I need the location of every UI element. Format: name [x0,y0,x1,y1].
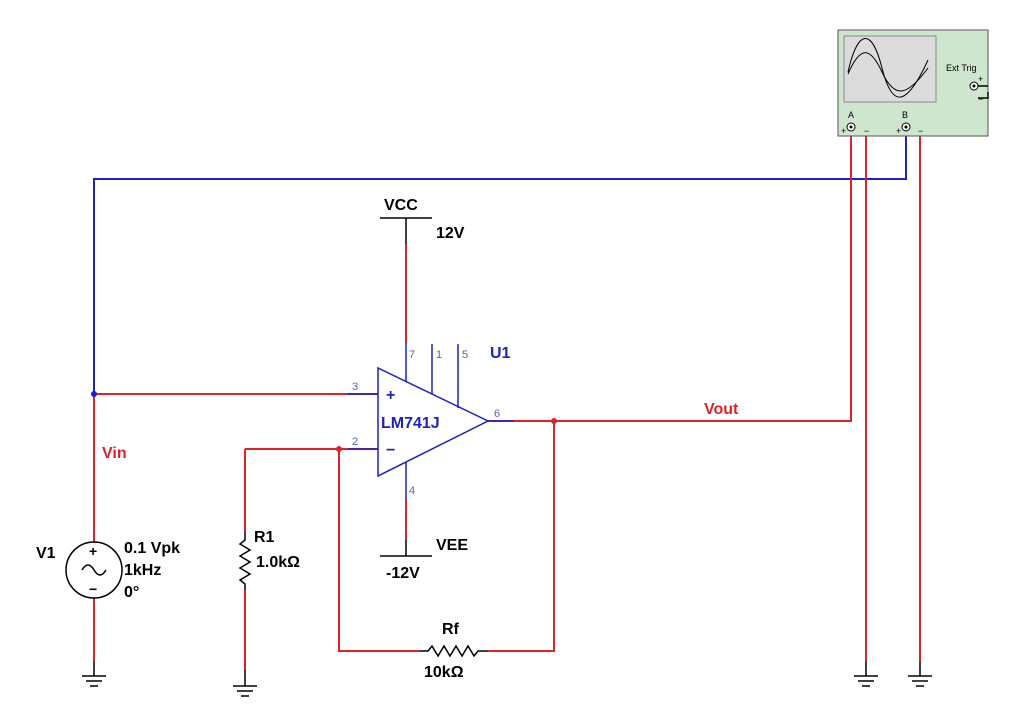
scope-screen [843,35,937,103]
opamp-u1[interactable]: + − LM741J U1 7 1 5 3 2 6 4 [348,344,514,497]
scope-b-plus: + [896,126,901,136]
opamp-pin2-number: 2 [352,436,358,448]
opamp-pin5-number: 5 [462,349,468,361]
source-minus-symbol: − [89,581,97,597]
scope-ext-trig-lead-minus [978,92,989,99]
scope-trace-b [847,52,929,92]
scope-channel-b-label: B [902,110,908,120]
opamp-triangle [377,366,490,478]
ground-symbol-scope-b [908,675,932,687]
wire-vout-to-scope-a [554,132,852,422]
vee-value: -12V [386,565,420,582]
sine-wave-icon [81,564,107,576]
opamp-model: LM741J [381,415,440,432]
vee-label: VEE [436,537,468,554]
wire-vin-to-scope-a [93,132,907,394]
scope-a-plus: + [841,126,846,136]
vcc-label: VCC [384,197,418,214]
r1-value: 1.0kΩ [256,554,300,571]
scope-ext-trig-minus: − [978,94,983,104]
opamp-pin6-number: 6 [494,408,500,420]
resistor-r1[interactable]: R1 1.0kΩ [238,529,300,590]
scope-ext-trig-label: Ext Trig [946,63,977,73]
ground-symbol-scope-a [854,675,878,687]
net-label-vout: Vout [704,401,739,418]
junction-vout [551,418,557,424]
vcc-value: 12V [436,225,465,242]
scope-trace-a [847,38,929,98]
scope-b-plus-terminal-dot [904,125,908,129]
wire-feedback-left [338,449,420,652]
rf-value: 10kΩ [424,664,464,681]
source-frequency: 1kHz [124,562,161,579]
scope-ext-trig-terminal-dot [972,84,976,88]
r1-ref: R1 [254,529,275,546]
r1-zigzag [238,532,252,590]
source-plus-symbol: + [89,543,97,559]
scope-channel-a-label: A [848,110,854,120]
rf-ref: Rf [442,621,460,638]
opamp-minus-symbol: − [386,442,395,459]
scope-a-plus-terminal-dot [849,125,853,129]
resistor-rf[interactable]: Rf 10kΩ [420,621,488,681]
source-ref: V1 [36,545,56,562]
wire-feedback-right [488,421,555,652]
ground-symbol-v1 [82,675,106,687]
scope-b-minus: − [918,126,923,136]
source-amplitude: 0.1 Vpk [124,540,180,557]
scope-ext-trig-plus: + [978,74,983,84]
rf-zigzag [420,644,488,658]
opamp-pin7-number: 7 [409,349,415,361]
junction-vin [91,391,97,397]
opamp-pin3-number: 3 [352,381,358,393]
junction-inverting [336,446,342,452]
net-label-vin: Vin [102,445,127,462]
ground-symbol-r1 [233,685,257,697]
source-phase: 0° [124,584,139,601]
ac-source-v1[interactable]: + − V1 0.1 Vpk 1kHz 0° [36,540,180,601]
scope-a-minus: − [864,126,869,136]
opamp-pin1-number: 1 [436,349,442,361]
opamp-ref: U1 [490,345,511,362]
opamp-plus-symbol: + [386,387,395,404]
oscilloscope[interactable]: Ext Trig + − A + − B + − [837,29,989,137]
opamp-pin4-number: 4 [409,485,415,497]
